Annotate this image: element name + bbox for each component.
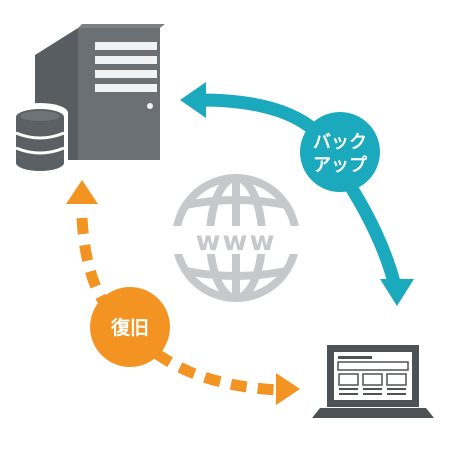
backup-badge: [300, 112, 380, 192]
www-label: www: [196, 226, 277, 257]
backup-label-line1: バック: [313, 132, 367, 153]
database-icon: [12, 103, 68, 175]
laptop-icon: [312, 345, 434, 418]
restore-badge: [90, 287, 170, 367]
www-band: [170, 226, 302, 254]
restore-label: 復旧: [110, 316, 149, 339]
restore-arrow: [66, 180, 300, 405]
backup-label-line2: アップ: [313, 154, 368, 176]
